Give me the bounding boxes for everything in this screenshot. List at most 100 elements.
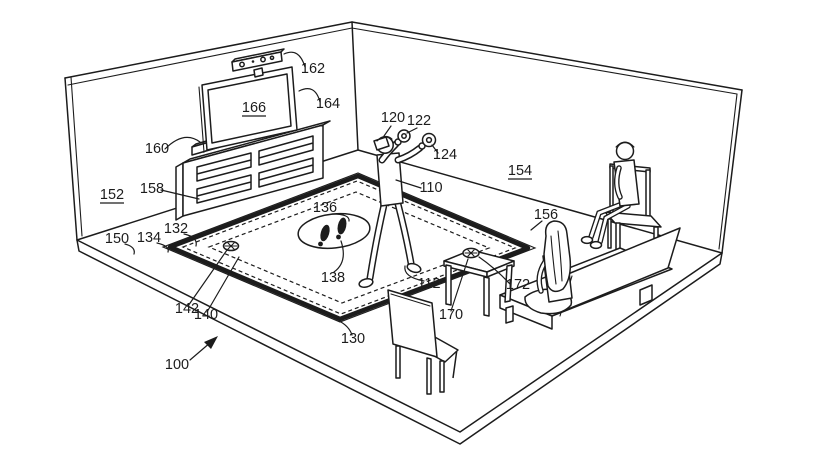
leader-120 xyxy=(383,125,392,137)
floor-slab-rim xyxy=(76,239,723,445)
stand-shelf-slot xyxy=(258,157,314,188)
vr-headset-strap xyxy=(376,135,393,142)
wall-top-inner-edges xyxy=(67,27,738,95)
chair-back-panel-edge xyxy=(390,293,431,307)
mat-border-band xyxy=(167,173,531,322)
footprint-right-heel xyxy=(336,234,341,240)
sensor-camera-lens xyxy=(260,56,266,63)
motion-controller-left-ring xyxy=(401,133,407,139)
wall-top-edges xyxy=(64,21,743,91)
standing-vr-user xyxy=(358,129,437,288)
reference-numerals: 100 110 112 120 122 124 130 132 134 136 … xyxy=(100,61,558,373)
leader-112 xyxy=(404,265,425,282)
motion-controller-right-ring xyxy=(425,136,433,144)
user-right-leg xyxy=(396,202,413,265)
chair-back-leg xyxy=(452,348,458,379)
chair-leg xyxy=(607,218,612,249)
leader-140 xyxy=(206,256,240,313)
observer-head xyxy=(615,141,635,161)
left-wall-left-edge xyxy=(64,77,78,241)
leader-164 xyxy=(298,88,321,103)
table-leg xyxy=(483,276,490,317)
ref-label-170: 170 xyxy=(439,307,463,323)
table-top-right-edge xyxy=(486,260,515,278)
couch-and-observer xyxy=(499,220,681,330)
stand-front-face xyxy=(182,124,324,217)
side-table xyxy=(443,247,515,317)
leader-lines xyxy=(124,51,543,361)
mat-corner-marker-star xyxy=(224,242,238,250)
leader-100-arrowhead xyxy=(204,336,218,349)
couch-foot xyxy=(639,284,653,306)
leader-136 xyxy=(331,213,350,222)
ref-label-100: 100 xyxy=(165,357,189,373)
stand-left-face xyxy=(175,162,184,221)
right-wall-right-inner-edge xyxy=(718,93,738,250)
right-wall-right-edge xyxy=(721,89,743,254)
chair-leg xyxy=(615,222,621,252)
observer-leg xyxy=(589,202,624,239)
table-leg xyxy=(504,264,513,303)
ref-label-130: 130 xyxy=(341,331,365,347)
user-foot xyxy=(406,262,422,274)
ref-label-160: 160 xyxy=(145,141,169,157)
mat-inner-dashed-boundary xyxy=(207,191,491,304)
foreground-chair xyxy=(387,289,459,395)
motion-controller-right xyxy=(421,132,437,148)
observer-arm xyxy=(537,260,547,293)
observer-foot xyxy=(580,235,594,245)
leader-138 xyxy=(333,240,344,273)
ref-label-164: 164 xyxy=(316,96,340,112)
wall-corner-edge xyxy=(351,21,359,151)
leader-122 xyxy=(406,127,418,134)
ref-label-138: 138 xyxy=(321,270,345,286)
leader-156 xyxy=(530,220,543,231)
user-right-arm xyxy=(396,146,422,162)
leader-162 xyxy=(283,51,306,68)
floor-surface-edge xyxy=(76,239,723,433)
ref-label-140: 140 xyxy=(194,307,218,323)
ref-label-134: 134 xyxy=(137,230,161,246)
leader-132 xyxy=(183,233,197,247)
ref-label-158: 158 xyxy=(140,181,164,197)
chair-back-post xyxy=(645,169,651,221)
leader-158 xyxy=(160,189,200,200)
leader-134 xyxy=(156,242,169,253)
chair-back-panel xyxy=(387,289,438,358)
ref-label-156: 156 xyxy=(534,207,558,223)
leader-124 xyxy=(431,144,439,154)
television xyxy=(198,48,298,153)
sensor-camera-lens xyxy=(269,55,275,61)
observer-hair-strands xyxy=(550,230,563,285)
mat-outer-dashed-boundary xyxy=(181,180,517,315)
table-marker-star xyxy=(464,249,478,257)
ref-label-152: 152 xyxy=(100,187,124,203)
leader-160 xyxy=(164,136,201,150)
ref-label-172: 172 xyxy=(506,277,530,293)
stand-shelf-slot xyxy=(196,152,252,182)
ref-label-150: 150 xyxy=(105,231,129,247)
chair-leg xyxy=(395,345,401,379)
ref-label-162: 162 xyxy=(301,61,325,77)
mat-outer-outline xyxy=(161,172,537,323)
observer-long-hair xyxy=(543,220,572,293)
footprint-right xyxy=(337,217,347,235)
chair-leg xyxy=(439,360,445,393)
ref-label-142: 142 xyxy=(175,301,199,317)
leader-170 xyxy=(450,258,469,312)
sensor-indicator-dot xyxy=(251,60,255,63)
left-wall-left-inner-edge xyxy=(70,76,83,237)
sensor-bar-front xyxy=(231,51,283,72)
leader-142 xyxy=(187,249,228,307)
ref-label-166: 166 xyxy=(242,100,266,116)
observer-leg xyxy=(598,204,630,244)
ref-label-122: 122 xyxy=(407,113,431,129)
tv-back-panel-edge xyxy=(198,86,208,153)
user-left-leg xyxy=(368,203,386,280)
leader-110 xyxy=(395,179,422,189)
ref-label-112: 112 xyxy=(417,276,440,292)
wall-floor-junction xyxy=(76,149,723,254)
ref-label-124: 124 xyxy=(433,147,457,163)
